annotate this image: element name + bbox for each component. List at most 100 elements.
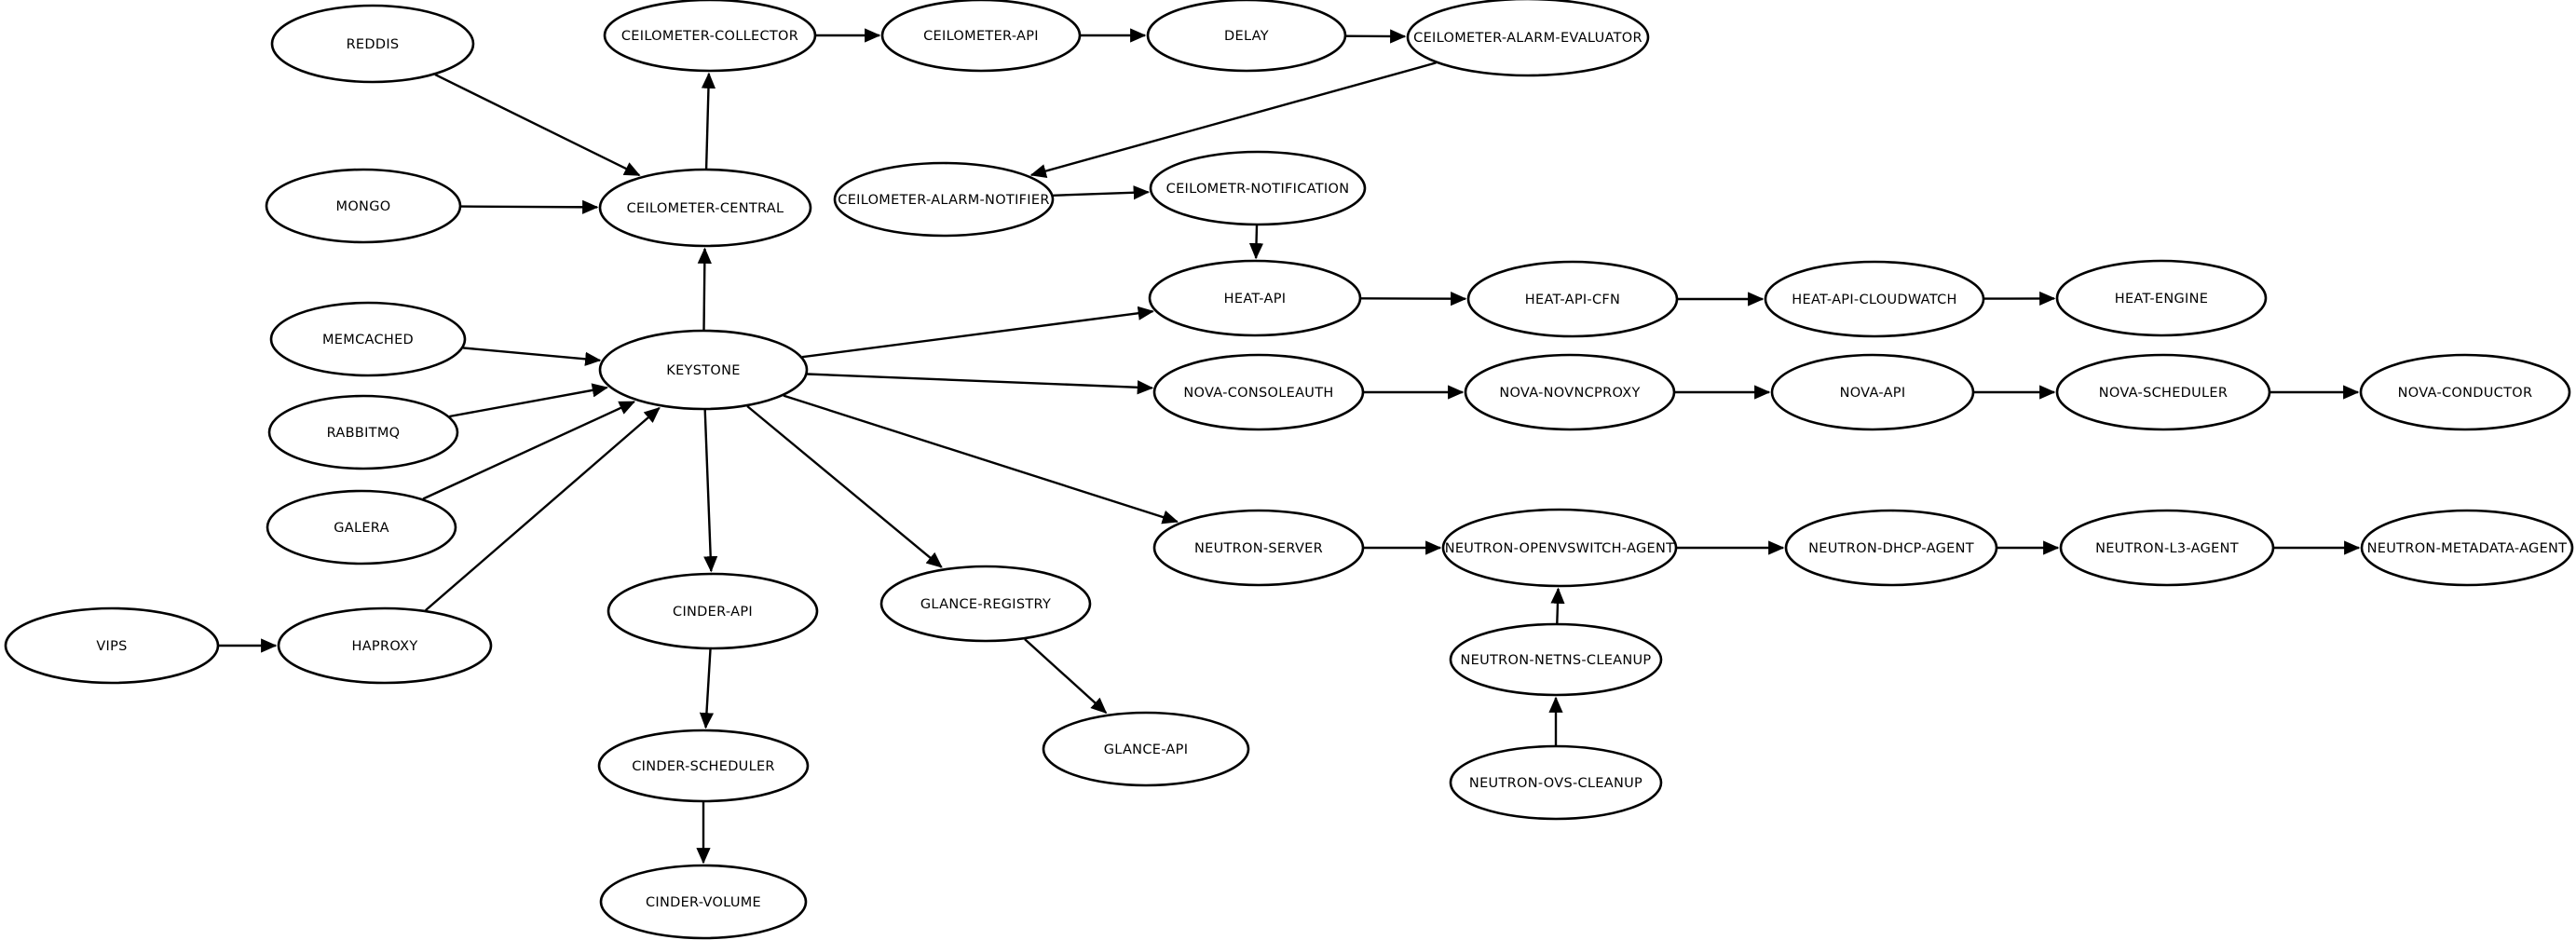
- node-heat-api: HEAT-API: [1148, 259, 1362, 337]
- edge-keystone-to-heat-api: [801, 306, 1154, 359]
- node-neutron-metadata-agent: NEUTRON-METADATA-AGENT: [2360, 509, 2574, 587]
- edge-ceilometer-central-to-ceilometer-collector: [701, 72, 716, 170]
- node-label-ceilometer-alarm-evaluator: CEILOMETER-ALARM-EVALUATOR: [1413, 31, 1642, 46]
- node-label-keystone: KEYSTONE: [666, 363, 740, 378]
- node-ellipse: [270, 4, 475, 84]
- node-label-neutron-dhcp-agent: NEUTRON-DHCP-AGENT: [1808, 541, 1974, 556]
- node-glance-api: GLANCE-API: [1042, 711, 1250, 787]
- node-ceilometer-alarm-evaluator: CEILOMETER-ALARM-EVALUATOR: [1406, 0, 1650, 77]
- edges-layer: [219, 28, 2361, 865]
- node-label-cinder-api: CINDER-API: [673, 605, 753, 620]
- node-ellipse: [1449, 622, 1663, 697]
- node-ellipse: [880, 0, 1082, 73]
- node-nova-api: NOVA-API: [1770, 353, 1975, 431]
- node-label-ceilometer-alarm-notifier: CEILOMETER-ALARM-NOTIFIER: [838, 193, 1049, 208]
- node-label-rabbitmq: RABBITMQ: [327, 426, 401, 441]
- node-memcached: MEMCACHED: [269, 301, 467, 377]
- edge-mongo-to-ceilometer-central: [460, 199, 599, 214]
- edge-rabbitmq-to-keystone: [449, 383, 608, 418]
- node-rabbitmq: RABBITMQ: [267, 394, 459, 470]
- node-label-delay: DELAY: [1224, 29, 1269, 44]
- node-ellipse: [4, 606, 220, 685]
- node-heat-api-cfn: HEAT-API-CFN: [1466, 260, 1679, 338]
- edge-ceilometer-alarm-evaluator-to-ceilometer-alarm-notifier: [1029, 61, 1437, 178]
- node-label-neutron-metadata-agent: NEUTRON-METADATA-AGENT: [2367, 541, 2568, 556]
- node-ellipse: [599, 864, 808, 940]
- node-label-nova-consoleauth: NOVA-CONSOLEAUTH: [1183, 386, 1333, 401]
- node-label-neutron-netns-cleanup: NEUTRON-NETNS-CLEANUP: [1461, 653, 1652, 668]
- node-label-glance-registry: GLANCE-REGISTRY: [920, 597, 1051, 612]
- node-ceilometer-central: CEILOMETER-CENTRAL: [598, 168, 812, 248]
- node-ellipse: [598, 329, 809, 411]
- node-ellipse: [607, 572, 819, 650]
- node-ellipse: [2055, 259, 2268, 337]
- node-neutron-openvswitch-agent: NEUTRON-OPENVSWITCH-AGENT: [1441, 508, 1678, 588]
- node-ellipse: [1149, 150, 1367, 226]
- node-reddis: REDDIS: [270, 4, 475, 84]
- node-label-haproxy: HAPROXY: [351, 639, 417, 654]
- node-ceilometr-notification: CEILOMETR-NOTIFICATION: [1149, 150, 1367, 226]
- node-ellipse: [1406, 0, 1650, 77]
- node-cinder-scheduler: CINDER-SCHEDULER: [597, 729, 810, 803]
- node-ellipse: [597, 729, 810, 803]
- nodes-layer: REDDIS CEILOMETER-COLLECTOR CEILOMETER-API…: [4, 0, 2574, 940]
- node-neutron-netns-cleanup: NEUTRON-NETNS-CLEANUP: [1449, 622, 1663, 697]
- node-ellipse: [2360, 509, 2574, 587]
- node-ellipse: [1146, 0, 1347, 73]
- node-label-glance-api: GLANCE-API: [1104, 742, 1189, 757]
- edge-keystone-to-ceilometer-central: [697, 247, 712, 331]
- node-label-ceilometer-collector: CEILOMETER-COLLECTOR: [621, 29, 798, 44]
- node-label-heat-api-cloudwatch: HEAT-API-CLOUDWATCH: [1792, 293, 1956, 307]
- node-neutron-server: NEUTRON-SERVER: [1152, 509, 1365, 587]
- node-label-neutron-openvswitch-agent: NEUTRON-OPENVSWITCH-AGENT: [1445, 541, 1675, 556]
- node-ellipse: [2059, 509, 2275, 587]
- edge-keystone-to-neutron-server: [783, 394, 1179, 524]
- node-haproxy: HAPROXY: [277, 606, 493, 685]
- node-ceilometer-alarm-notifier: CEILOMETER-ALARM-NOTIFIER: [833, 161, 1055, 238]
- node-cinder-api: CINDER-API: [607, 572, 819, 650]
- node-ellipse: [269, 301, 467, 377]
- node-ellipse: [1464, 353, 1676, 431]
- node-label-cinder-scheduler: CINDER-SCHEDULER: [632, 759, 775, 774]
- node-ellipse: [1152, 509, 1365, 587]
- edge-keystone-to-cinder-api: [703, 409, 718, 573]
- node-label-ceilometer-api: CEILOMETER-API: [923, 29, 1039, 44]
- node-ellipse: [2359, 353, 2571, 431]
- node-label-neutron-l3-agent: NEUTRON-L3-AGENT: [2095, 541, 2239, 556]
- node-label-ceilometr-notification: CEILOMETR-NOTIFICATION: [1166, 182, 1350, 197]
- node-label-nova-api: NOVA-API: [1840, 386, 1906, 401]
- node-ceilometer-api: CEILOMETER-API: [880, 0, 1082, 73]
- node-neutron-ovs-cleanup: NEUTRON-OVS-CLEANUP: [1449, 744, 1663, 821]
- node-nova-consoleauth: NOVA-CONSOLEAUTH: [1152, 353, 1365, 431]
- edge-ceilometr-notification-to-heat-api: [1248, 225, 1264, 260]
- node-ellipse: [277, 606, 493, 685]
- node-nova-scheduler: NOVA-SCHEDULER: [2055, 353, 2271, 431]
- node-heat-engine: HEAT-ENGINE: [2055, 259, 2268, 337]
- edge-neutron-netns-cleanup-to-neutron-openvswitch-agent: [1550, 587, 1565, 624]
- node-label-heat-api: HEAT-API: [1224, 292, 1287, 307]
- node-label-heat-api-cfn: HEAT-API-CFN: [1525, 293, 1620, 307]
- node-nova-conductor: NOVA-CONDUCTOR: [2359, 353, 2571, 431]
- node-vips: VIPS: [4, 606, 220, 685]
- node-label-vips: VIPS: [96, 639, 127, 654]
- node-ellipse: [1152, 353, 1365, 431]
- node-ellipse: [879, 565, 1092, 643]
- edge-glance-registry-to-glance-api: [1024, 638, 1108, 715]
- node-label-neutron-ovs-cleanup: NEUTRON-OVS-CLEANUP: [1469, 776, 1642, 791]
- node-heat-api-cloudwatch: HEAT-API-CLOUDWATCH: [1764, 260, 1985, 338]
- node-ellipse: [598, 168, 812, 248]
- node-label-reddis: REDDIS: [347, 37, 400, 52]
- node-ellipse: [2055, 353, 2271, 431]
- node-ellipse: [1148, 259, 1362, 337]
- edge-reddis-to-ceilometer-central: [434, 74, 641, 177]
- node-ellipse: [267, 394, 459, 470]
- node-label-nova-conductor: NOVA-CONDUCTOR: [2398, 386, 2533, 401]
- node-ellipse: [1784, 509, 1998, 587]
- node-ellipse: [265, 168, 462, 244]
- edge-keystone-to-glance-registry: [746, 405, 943, 568]
- node-glance-registry: GLANCE-REGISTRY: [879, 565, 1092, 643]
- node-ellipse: [1466, 260, 1679, 338]
- node-cinder-volume: CINDER-VOLUME: [599, 864, 808, 940]
